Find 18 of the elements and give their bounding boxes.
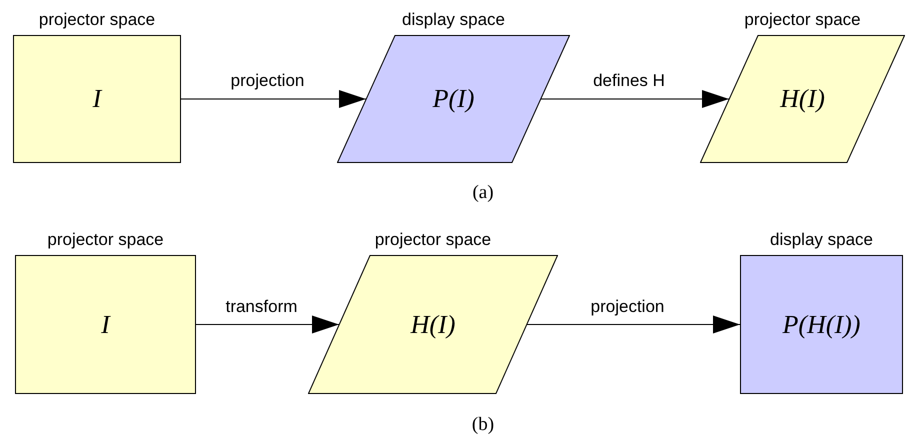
arrow	[180, 90, 366, 108]
math-expression: P(I)	[432, 84, 474, 114]
subfigure-label: (a)	[472, 181, 494, 205]
math-expression: I	[101, 310, 110, 340]
arrow	[196, 316, 340, 334]
heading-text: display space	[402, 9, 505, 31]
heading-text: projector space	[38, 9, 156, 31]
math-expression: I	[92, 84, 102, 114]
heading-text: projector space	[47, 229, 164, 251]
heading-text: projector space	[744, 9, 861, 31]
math-expression: H(I)	[780, 84, 825, 114]
arrow	[540, 90, 730, 108]
heading-text: projector space	[374, 229, 492, 251]
math-expression: P(H(I))	[782, 310, 860, 340]
heading-text: display space	[770, 229, 873, 251]
arrow	[526, 316, 740, 334]
subfigure-label: (b)	[472, 413, 494, 437]
math-expression: H(I)	[410, 310, 456, 340]
